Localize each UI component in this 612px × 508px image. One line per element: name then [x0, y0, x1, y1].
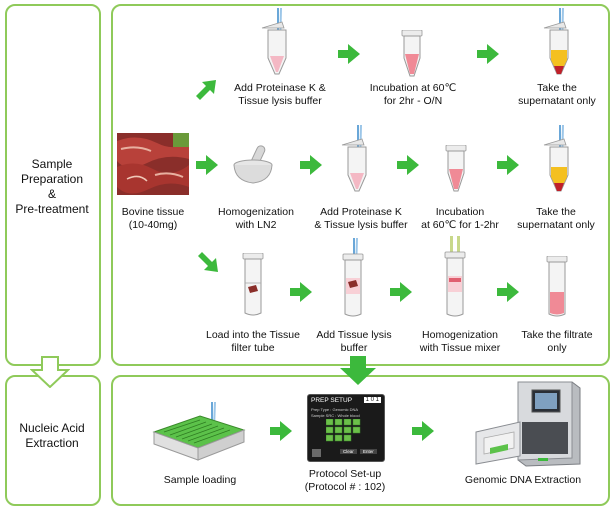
- arrow-right-icon: [300, 155, 322, 175]
- filter-tube-icon: [242, 253, 264, 316]
- row1-step2-caption: Add Proteinase K & Tissue lysis buffer: [314, 206, 408, 231]
- arrow-right-icon: [390, 282, 412, 302]
- extraction-section-label: Nucleic Acid Extraction: [19, 421, 85, 450]
- big-down-arrow-icon: [340, 356, 376, 385]
- arrow-right-icon: [338, 44, 360, 64]
- row2-step2-caption: Add Tissue lysis buffer: [316, 329, 392, 354]
- row0-step3-caption: Take the supernatant only: [518, 82, 596, 107]
- sample-plate-icon: [152, 402, 246, 461]
- arrow-right-icon: [477, 44, 499, 64]
- arrow-right-icon: [497, 155, 519, 175]
- mortar-pestle-icon: [233, 145, 273, 184]
- tube-with-pipette-icon: [341, 125, 367, 192]
- extraction-section-panel: [5, 375, 101, 506]
- protocol-touchscreen: PREP SETUP 1 0 1 Prep Type : Genomic DNA…: [307, 394, 385, 462]
- extraction-step3-caption: Genomic DNA Extraction: [464, 474, 582, 486]
- row1-step4-caption: Take the supernatant only: [517, 206, 595, 231]
- arrow-right-icon: [270, 421, 292, 441]
- arrow-up-right-icon: [196, 80, 216, 100]
- extraction-instrument-icon: [475, 381, 581, 467]
- arrow-right-icon: [397, 155, 419, 175]
- screen-enter-button[interactable]: Enter: [360, 449, 377, 454]
- arrow-right-icon: [196, 155, 218, 175]
- arrow-right-icon: [497, 282, 519, 302]
- arrow-down-right-icon: [198, 252, 218, 272]
- row1-step3-caption: Incubation at 60℃ for 1-2hr: [421, 206, 499, 231]
- tube-pink-icon: [445, 145, 467, 192]
- tube-with-pipette-icon: [261, 8, 287, 75]
- bovine-tissue-image: [117, 133, 189, 195]
- screen-number: 1 0 1: [363, 397, 381, 403]
- row2-step3-caption: Homogenization with Tissue mixer: [419, 329, 501, 354]
- pretreatment-section-panel: [5, 4, 101, 366]
- tissue-mixer-tube-icon: [444, 236, 466, 317]
- arrow-right-icon: [290, 282, 312, 302]
- screen-line2: Sample SRC : Whole blood: [311, 413, 360, 418]
- filtrate-tube-icon: [546, 256, 568, 317]
- screen-home-icon[interactable]: [312, 449, 321, 457]
- filter-tube-with-pipette-icon: [342, 238, 364, 317]
- tube-supernatant-icon: [543, 8, 569, 75]
- pretreatment-section-label: Sample Preparation & Pre-treatment: [15, 157, 89, 216]
- hollow-down-arrow-icon: [30, 356, 70, 388]
- extraction-step1-caption: Sample loading: [163, 474, 237, 486]
- row1-step1-caption: Homogenization with LN2: [218, 206, 294, 231]
- tube-pink-icon: [401, 30, 423, 77]
- arrow-right-icon: [412, 421, 434, 441]
- row1-sample-caption: Bovine tissue (10-40mg): [121, 206, 185, 231]
- row0-step1-caption: Add Proteinase K & Tissue lysis buffer: [234, 82, 326, 107]
- tube-supernatant-icon: [543, 125, 569, 192]
- screen-line1: Prep Type : Genomic DNA: [311, 407, 359, 412]
- row0-step2-caption: Incubation at 60℃ for 2hr - O/N: [369, 82, 457, 107]
- extraction-step2-caption: Protocol Set-up (Protocol # : 102): [304, 468, 386, 493]
- screen-clear-button[interactable]: Clear: [340, 449, 357, 454]
- row2-step4-caption: Take the filtrate only: [521, 329, 593, 354]
- row2-step1-caption: Load into the Tissue filter tube: [206, 329, 300, 354]
- screen-title: PREP SETUP: [311, 397, 353, 404]
